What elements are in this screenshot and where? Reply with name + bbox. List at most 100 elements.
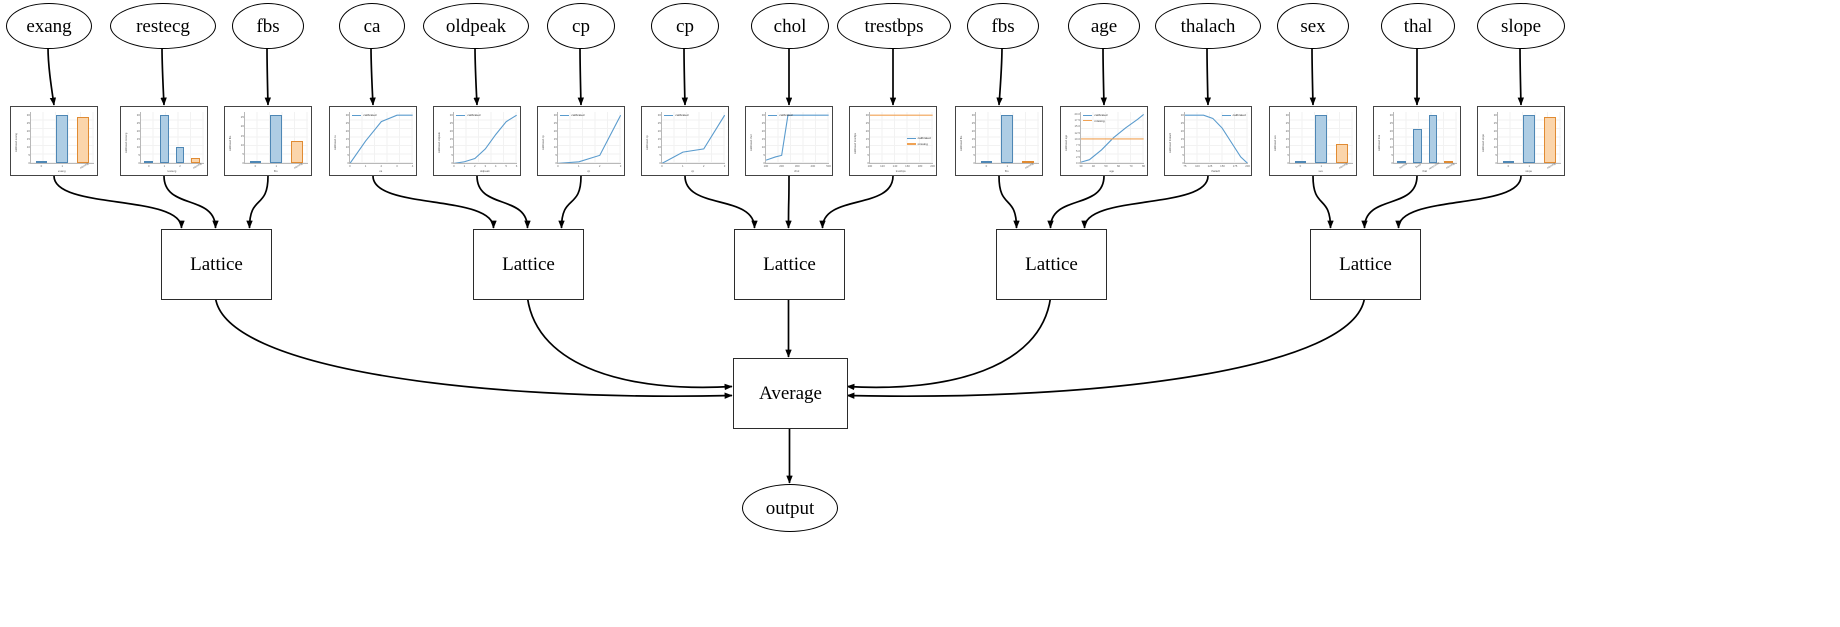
input-node-label: fbs (991, 15, 1015, 37)
input-node-oldpeak[interactable]: oldpeak (423, 3, 529, 49)
input-node-fbs[interactable]: fbs (232, 3, 304, 49)
y-tick-label: 20 (26, 129, 30, 134)
input-node-exang[interactable]: exang (6, 3, 92, 49)
y-tick-label: 5 (1495, 153, 1497, 158)
y-tick-label: 30 (345, 112, 349, 117)
input-node-thal[interactable]: thal (1381, 3, 1455, 49)
y-tick-label: 2.5 (1076, 155, 1080, 159)
average-node[interactable]: Average (733, 358, 848, 429)
x-tick-label: 3 (619, 164, 622, 169)
y-tick-label: 15 (1493, 137, 1497, 142)
y-tick-label: 20 (449, 129, 453, 134)
x-axis-label: restecg (167, 168, 177, 173)
x-axis-label: thalach (1211, 168, 1221, 173)
input-node-sex[interactable]: sex (1277, 3, 1349, 49)
x-tick-label: 200 (779, 164, 784, 169)
input-node-chol[interactable]: chol (751, 3, 829, 49)
output-node-label: output (765, 497, 815, 519)
y-tick-label: 30 (1285, 112, 1289, 117)
input-node-label: cp (572, 15, 590, 37)
y-tick-label: 0 (763, 161, 765, 166)
lattice-node-2[interactable]: Lattice (734, 229, 845, 300)
input-node-age[interactable]: age (1068, 3, 1140, 49)
lattice-node-0[interactable]: Lattice (161, 229, 272, 300)
x-tick-label: 1 (364, 164, 367, 169)
input-node-label: thalach (1180, 15, 1236, 37)
input-node-cp[interactable]: cp (547, 3, 615, 49)
legend-entry: calibrated (456, 113, 480, 117)
y-tick-label: 0 (867, 161, 869, 166)
y-tick-label: 20 (345, 129, 349, 134)
input-node-thalach[interactable]: thalach (1155, 3, 1261, 49)
bar (1022, 160, 1034, 164)
x-axis-label: fbs (1004, 168, 1009, 173)
x-tick-label: 2 (179, 164, 181, 169)
x-tick-label: 2 (598, 164, 601, 169)
y-tick-label: 10 (1493, 145, 1497, 150)
input-node-fbs[interactable]: fbs (967, 3, 1039, 49)
lattice-node-3[interactable]: Lattice (996, 229, 1107, 300)
input-node-ca[interactable]: ca (339, 3, 405, 49)
bar (56, 114, 69, 164)
bar (1294, 161, 1307, 164)
x-tick-label: 300 (794, 164, 800, 169)
input-node-slope[interactable]: slope (1477, 3, 1565, 49)
y-tick-label: 25 (449, 120, 453, 125)
x-tick-label: 50 (1104, 164, 1108, 169)
y-tick-label: 0 (28, 161, 30, 166)
input-node-cp[interactable]: cp (651, 3, 719, 49)
x-tick-label: 0 (349, 164, 351, 169)
legend-entry: calibrated (768, 113, 792, 117)
y-tick-label: 25 (971, 120, 975, 125)
y-tick-label: 30 (26, 112, 30, 117)
legend-entry: missing (906, 142, 931, 146)
y-tick-label: 0.0 (1076, 161, 1080, 166)
x-tick-label: 100 (763, 164, 769, 169)
lattice-node-1[interactable]: Lattice (473, 229, 584, 300)
y-tick-label: 30 (1180, 112, 1184, 117)
output-node[interactable]: output (742, 484, 838, 532)
x-axis-label: fbs (273, 168, 278, 173)
input-node-restecg[interactable]: restecg (110, 3, 216, 49)
legend-swatch (906, 137, 916, 140)
legend-swatch (1083, 114, 1093, 116)
y-tick-label: 0 (555, 161, 557, 166)
lattice-node-4[interactable]: Lattice (1310, 229, 1421, 300)
y-tick-label: 25 (1180, 120, 1184, 125)
legend-label: calibrated (917, 136, 931, 141)
y-tick-label: 20 (761, 129, 765, 134)
legend-label: calibrated (363, 113, 377, 118)
x-tick-label: 150 (1220, 164, 1225, 169)
y-tick-label: 0 (242, 161, 244, 166)
bar (1502, 161, 1515, 164)
x-axis-label: trestbps (895, 168, 906, 173)
y-tick-label: 25 (240, 115, 244, 120)
input-node-trestbps[interactable]: trestbps (837, 3, 951, 49)
